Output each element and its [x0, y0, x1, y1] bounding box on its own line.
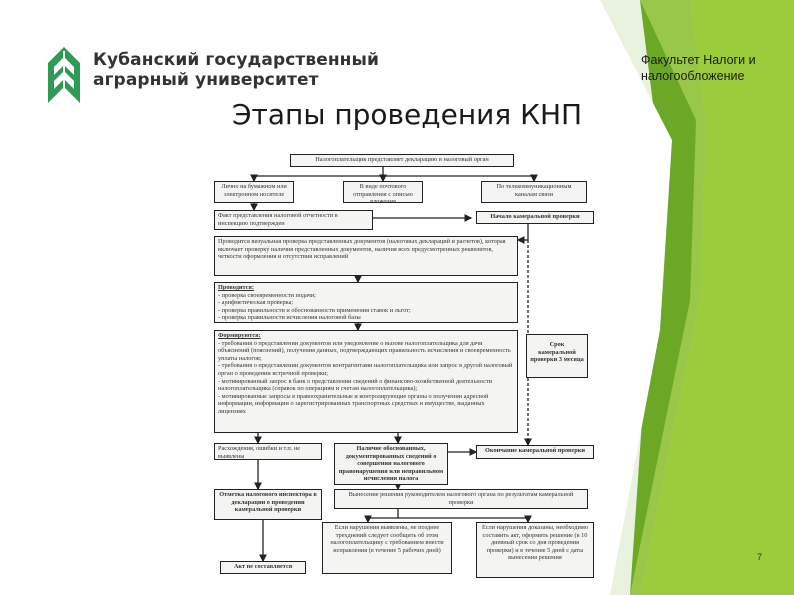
box-submit-paper: Лично на бумажном или электронном носите… [214, 181, 294, 203]
faculty-label: Факультет Налоги и налогообложение [641, 53, 756, 83]
slide-title: Этапы проведения КНП [232, 98, 583, 131]
forms-heading: Формируются: [218, 332, 261, 339]
university-logo-icon [48, 47, 80, 103]
green-light-panel [640, 0, 794, 595]
forms-item: - мотивированный запрос в банк о предста… [218, 377, 493, 393]
checks-item: - проверка правильности исчисления налог… [218, 314, 361, 322]
flowchart-connectors [250, 166, 538, 563]
box-errors-found: Наличие обоснованных, документированных … [334, 443, 448, 485]
checks-item: - проверка своевременности подачи; [218, 291, 316, 299]
box-formed-requests: Формируются: - требования о представлени… [214, 330, 518, 433]
university-name-line1: Кубанский государственный [93, 50, 380, 70]
box-no-errors: Расхождения, ошибки и т.п. не выявлены [214, 443, 322, 460]
box-taxpayer-submits: Налогоплательщик представляет декларацию… [290, 154, 514, 167]
university-name-line2: аграрный университет [93, 70, 319, 90]
checks-item: - арифметическая проверка; [218, 299, 294, 307]
knp-flowchart: Налогоплательщик представляет декларацию… [198, 148, 606, 588]
forms-item: - требования о представлении документов … [218, 362, 513, 377]
box-submit-telecom: По телекоммуникационным каналам связи [481, 181, 587, 203]
box-decision: Вынесение решения руководителем налогово… [334, 489, 588, 509]
box-start-check: Начало камеральной проверки [476, 211, 594, 224]
page-number: 7 [757, 552, 763, 562]
box-violations-proven: Если нарушения доказаны, необходимо сост… [476, 522, 594, 578]
box-visual-check: Проводится визуальная проверка представл… [214, 236, 518, 276]
university-name: Кубанский государственный аграрный униве… [93, 50, 379, 90]
box-inspector-note: Отметка налогового инспектора в декларац… [214, 489, 322, 520]
checks-heading: Проводится: [218, 284, 254, 291]
checks-item: - проверка правильности и обоснованности… [218, 306, 411, 314]
forms-item: - требования о представлении документов … [218, 339, 511, 362]
forms-item: - мотивированные запросы в правоохраните… [218, 392, 489, 415]
box-deadline: Срок камеральной проверки 3 месяца [526, 334, 588, 378]
white-curve-band [600, 0, 660, 595]
box-violations-fix: Если нарушения выявлены, не позднее трех… [322, 522, 452, 574]
box-submission-confirmed: Факт представления налоговой отчетности … [214, 210, 373, 230]
box-checks: Проводится: - проверка своевременности п… [214, 282, 518, 323]
box-end-check: Окончание камеральной проверки [476, 445, 594, 459]
green-highlight-band [630, 0, 706, 595]
green-dark-band [600, 0, 706, 595]
box-no-act: Акт не составляется [220, 561, 306, 574]
box-submit-mail: В виде почтового отправления с описью вл… [343, 181, 423, 203]
